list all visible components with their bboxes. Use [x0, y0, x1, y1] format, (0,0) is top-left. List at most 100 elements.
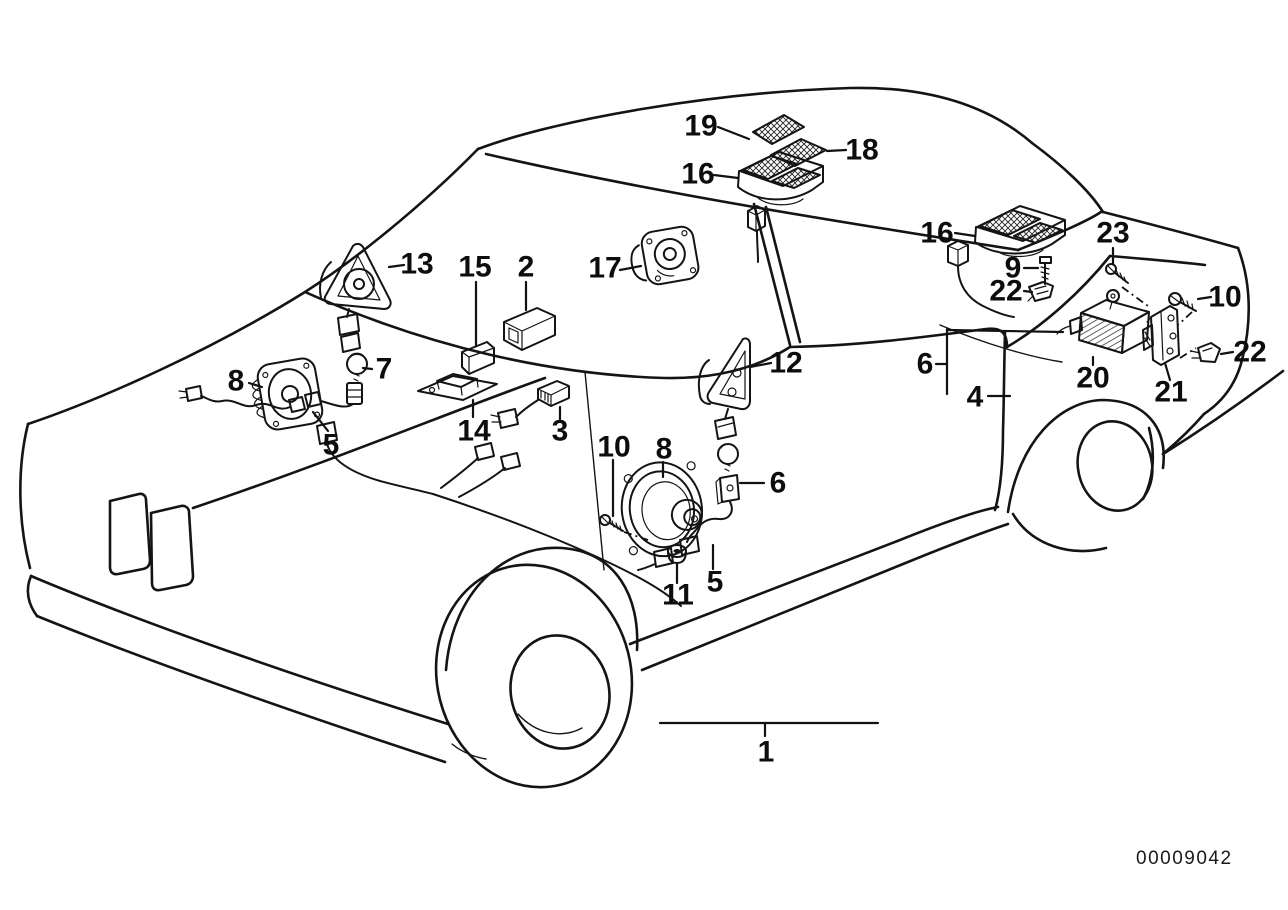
callout-8: 8	[228, 365, 264, 398]
rocker-bottom	[640, 522, 1010, 672]
speaker-grille-small-part	[752, 114, 805, 145]
callout-2: 2	[518, 251, 535, 312]
front-door-speaker-part	[620, 461, 704, 558]
front-rim-detail	[517, 713, 583, 735]
drip-rail	[484, 152, 1020, 252]
screw-right-part	[1168, 292, 1197, 312]
callout-11: 11	[662, 562, 694, 612]
callout-19: 19	[684, 110, 751, 143]
part-number-label: 7	[376, 353, 393, 386]
part-number-label: 13	[400, 248, 433, 281]
leader-line	[361, 366, 374, 371]
kidney-grille-left	[108, 492, 152, 576]
roof-line	[476, 86, 1034, 151]
callout-3: 3	[552, 405, 569, 448]
leader-line	[387, 263, 406, 269]
part-number-label: 11	[662, 579, 694, 612]
callout-14: 14	[457, 398, 491, 448]
callout-10: 10	[1196, 281, 1242, 314]
shelf-speaker-box-exploded-part	[737, 151, 824, 206]
screw-door-part	[599, 514, 624, 532]
leader-line	[1022, 289, 1034, 294]
mirror-triangle-right-part	[697, 337, 751, 411]
part-number-label: 4	[967, 381, 984, 414]
trunk-top	[1101, 210, 1240, 250]
kidney-grille-right	[149, 504, 195, 592]
speaker-wire-left-part	[178, 385, 322, 413]
leader-line	[618, 264, 643, 272]
wiring-harness-part	[316, 421, 682, 607]
callout-6: 6	[738, 467, 787, 500]
pillar-connector-part	[747, 205, 766, 263]
part-number-label: 5	[707, 566, 724, 599]
rear-rim	[1076, 420, 1154, 512]
b-pillar-front	[752, 202, 792, 347]
part-number-label: 2	[518, 251, 535, 284]
mirror-triangle-left-part	[319, 242, 392, 353]
part-number-label: 6	[917, 348, 934, 381]
assembly-dash-lines	[623, 286, 1197, 541]
shelf-speaker-box-installed-part	[974, 205, 1066, 258]
front-left-edge	[19, 422, 32, 570]
assembly-dash-line	[1177, 311, 1193, 326]
mounting-bracket-part	[417, 373, 498, 401]
callout-21: 21	[1154, 361, 1188, 409]
part-number-label: 1	[758, 736, 775, 769]
part-number-label: 8	[656, 433, 673, 466]
front-left-speaker-part	[251, 357, 324, 431]
callout-20: 20	[1076, 355, 1110, 395]
module-box-part	[503, 307, 556, 351]
leader-line	[247, 381, 264, 389]
doc-number: 00009042	[1136, 848, 1233, 869]
leader-line	[311, 410, 330, 433]
amplifier-part	[1056, 289, 1150, 354]
bumper-left-cap	[26, 574, 39, 618]
part-number-label: 16	[920, 217, 953, 250]
callout-22: 22	[989, 275, 1034, 308]
leader-line	[953, 231, 977, 238]
part-number-label: 23	[1096, 217, 1129, 250]
rear-lower-edge	[1161, 412, 1206, 456]
trunk-right-edge	[1202, 246, 1251, 416]
part-number-label: 21	[1154, 376, 1187, 409]
callout-16: 16	[920, 217, 977, 250]
callout-4: 4	[967, 381, 1012, 414]
part-number-label: 9	[1005, 252, 1022, 285]
callout-10: 10	[597, 431, 631, 518]
hood-crease	[191, 376, 547, 510]
leader-line	[716, 125, 751, 141]
callout-7: 7	[361, 353, 393, 386]
part-number-label: 5	[323, 429, 340, 462]
callout-1: 1	[658, 721, 880, 769]
callout-23: 23	[1096, 217, 1130, 266]
front-tire-detail	[451, 743, 487, 760]
amplifier-bracket-part	[1142, 305, 1180, 366]
rear-bumper-line	[1161, 369, 1285, 456]
part-number-label: 19	[684, 110, 717, 143]
part-number-label: 22	[1233, 336, 1266, 369]
callout-13: 13	[387, 248, 434, 281]
part-number-label: 10	[597, 431, 630, 464]
callout-15: 15	[458, 251, 492, 348]
shelf-connector-part	[947, 240, 1015, 318]
callout-16: 16	[681, 158, 740, 191]
door-tweeter-assembly-part	[637, 408, 740, 571]
leader-line	[748, 361, 773, 369]
part-number-label: 3	[552, 415, 569, 448]
c-pillar-inner	[1016, 210, 1103, 252]
part-number-label: 18	[845, 134, 878, 167]
callout-9: 9	[1005, 252, 1040, 285]
bumper-bottom	[35, 614, 447, 764]
part-number-label: 8	[228, 365, 245, 398]
leader-line	[945, 328, 1065, 334]
a-pillar-fender	[26, 147, 480, 426]
bumper-top	[29, 574, 450, 726]
screw-vertical-part	[1039, 256, 1052, 285]
door-front-edge	[584, 371, 605, 571]
callout-22: 22	[1219, 336, 1267, 369]
rear-tire-lower	[1011, 512, 1108, 553]
callout-17: 17	[588, 252, 643, 285]
part-number-label: 6	[770, 467, 787, 500]
front-wheel-arch	[444, 546, 639, 672]
